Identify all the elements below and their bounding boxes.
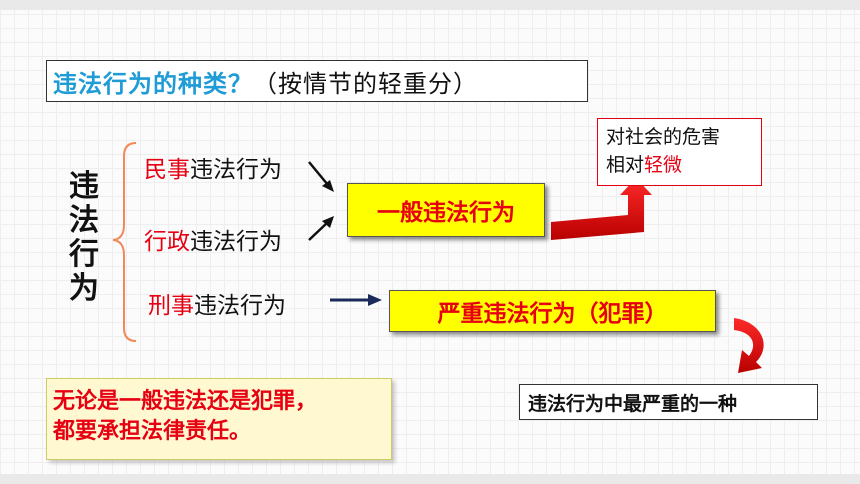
side-label-char-2: 法 [69,203,99,238]
title-box: 违法行为的种类？ （按情节的轻重分） [46,60,588,102]
harm-line-1: 对社会的危害 [606,126,721,148]
note-line-2: 都要承担法律责任。 [53,419,252,444]
title-criteria: （按情节的轻重分） [253,69,478,98]
title-question: 违法行为的种类？ [53,69,253,98]
item-civil-prefix: 民事 [144,157,190,183]
general-violation-box: 一般违法行为 [347,183,545,237]
arrow-admin [308,221,329,241]
item-criminal: 刑事违法行为 [148,286,286,320]
harm-line-2-red: 轻微 [644,154,683,176]
item-admin-prefix: 行政 [144,229,190,255]
arrow-civil [308,161,329,186]
item-admin: 行政违法行为 [144,222,282,256]
item-civil-suffix: 违法行为 [190,157,282,183]
arrow-criminal-head [368,294,382,306]
left-brace [112,142,137,342]
bottom-border [0,474,860,484]
item-criminal-prefix: 刑事 [148,293,194,319]
side-label: 违 法 行 为 [66,170,102,306]
side-label-char-3: 行 [69,237,99,272]
red-elbow-arrow [551,178,652,240]
item-criminal-suffix: 违法行为 [194,293,286,319]
arrow-admin-head [322,216,334,228]
item-civil: 民事违法行为 [144,150,282,184]
note-box: 无论是一般违法还是犯罪， 都要承担法律责任。 [46,378,392,460]
most-serious-box: 违法行为中最严重的一种 [519,384,818,420]
arrow-civil-head [322,180,334,192]
serious-violation-box: 严重违法行为（犯罪） [389,290,716,332]
harm-line-2-black: 相对 [606,154,645,176]
harm-description-box: 对社会的危害 相对轻微 [597,118,762,186]
note-line-1: 无论是一般违法还是犯罪， [53,389,318,414]
red-curve-arrow [734,318,764,373]
harm-line-2: 相对轻微 [606,151,761,179]
top-border [0,0,860,10]
item-admin-suffix: 违法行为 [190,229,282,255]
note-background [46,378,392,460]
side-label-char-1: 违 [69,169,99,204]
side-label-char-4: 为 [69,271,99,306]
